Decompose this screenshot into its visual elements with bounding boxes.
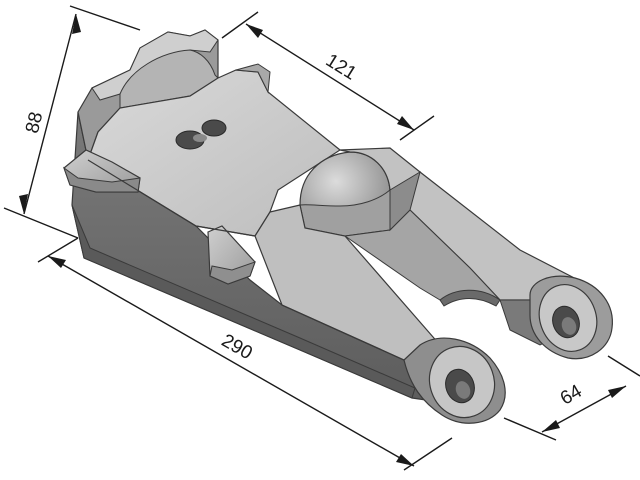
left-arm-edge [281,304,405,361]
dimension-121-label: 121 [322,50,360,85]
dimension-64: 64 [503,355,640,441]
left-eye-boss [403,337,506,424]
top-wing [235,63,271,94]
dimension-88: 88 [3,5,141,239]
dimension-88-label: 88 [22,110,47,136]
lower-lug-face [209,261,256,285]
dimension-290-label: 290 [218,330,256,364]
tooth-adapter-part [63,29,613,424]
inner-pocket-wall [389,170,421,232]
platform-edge [87,159,256,237]
keyhole-slot [175,119,227,150]
inner-pocket-lip [439,289,501,307]
underside-face [71,204,416,399]
dimension-290: 290 [37,237,453,471]
dimension-64-label: 64 [557,381,586,410]
right-eye-boss [529,275,613,360]
left-lug-face [63,166,141,193]
